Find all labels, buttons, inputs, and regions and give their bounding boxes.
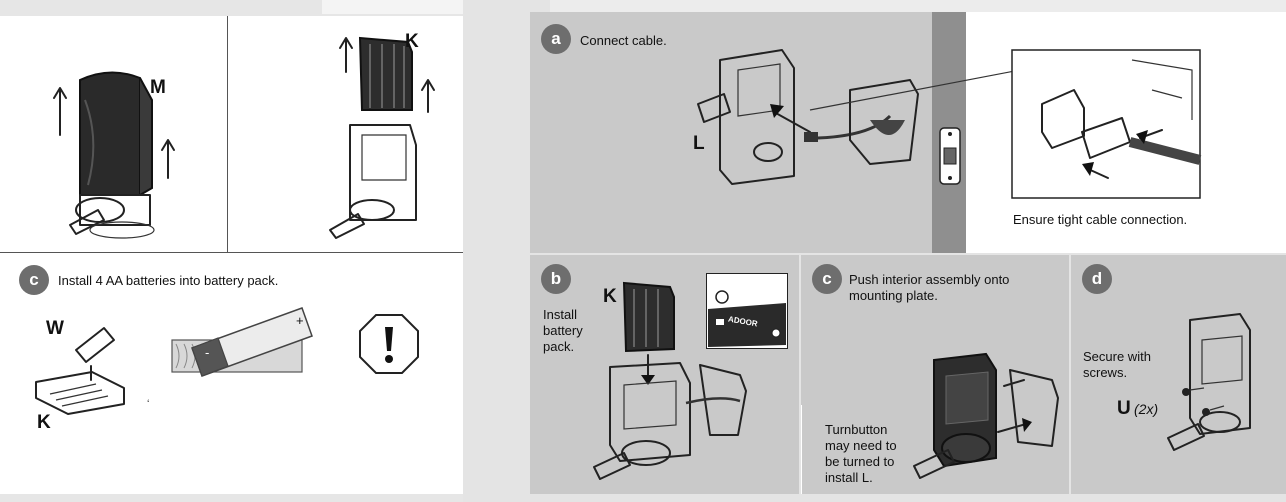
aa-battery-illustration: [75, 327, 115, 381]
step-b-text-3: pack.: [543, 339, 575, 354]
step-b-text-2: battery: [543, 323, 583, 338]
turnbutton-text-2: may need to: [825, 438, 897, 453]
screws-label-u: U: [1117, 398, 1131, 419]
turnbutton-text-4: install L.: [825, 470, 873, 485]
cable-label-l: L: [693, 133, 705, 154]
right-page-top-strip: [550, 0, 1286, 12]
step-d-text-2: screws.: [1083, 365, 1128, 380]
step-a-badge: a: [541, 24, 571, 54]
step-a-text: Connect cable.: [580, 33, 667, 48]
battery-plus-sign: +: [296, 313, 304, 328]
cable-connection-detail: [1011, 49, 1202, 199]
turnbutton-text-3: be turned to: [825, 454, 895, 469]
cover-removal-illustration: [53, 71, 175, 239]
step-c-right-pointer-line: [801, 405, 802, 494]
step-c-right-text-1: Push interior assembly onto: [849, 272, 1010, 287]
left-horizontal-divider: [0, 252, 463, 253]
battery-inset-drawing: [708, 290, 786, 347]
deadbolt-plate-icon: [939, 127, 961, 185]
push-assembly-illustration: [913, 352, 1059, 479]
install-battery-pack-illustration: [593, 281, 747, 480]
cover-label-m: M: [150, 77, 166, 98]
step-c-left-badge: c: [19, 265, 49, 295]
battery-polarity-illustration: [171, 307, 313, 377]
stray-mark: ‘: [147, 398, 150, 410]
step-b-badge: b: [541, 264, 571, 294]
turnbutton-text-1: Turnbutton: [825, 422, 888, 437]
step-d-text-1: Secure with: [1083, 349, 1151, 364]
step-a-panel: [530, 12, 932, 253]
secure-screws-illustration: [1167, 313, 1251, 451]
step-b-text-1: Install: [543, 307, 577, 322]
battery-minus-sign: -: [205, 345, 210, 360]
step-b-pack-label-k: K: [603, 286, 617, 307]
step-c-right-badge: c: [812, 264, 842, 294]
step-d-badge: d: [1082, 264, 1112, 294]
battery-label-w: W: [46, 318, 64, 339]
warning-octagon-icon: [359, 314, 419, 374]
step-c-right-text-2: mounting plate.: [849, 288, 938, 303]
battery-tray-illustration: [35, 371, 125, 415]
cable-connection-caption: Ensure tight cable connection.: [1013, 212, 1188, 227]
screws-count: (2x): [1134, 401, 1159, 417]
pack-label-k-top: K: [405, 31, 419, 52]
connect-cable-illustration: [697, 49, 1021, 185]
battery-pack-removal-illustration: [329, 36, 435, 239]
step-c-left-text: Install 4 AA batteries into battery pack…: [58, 273, 279, 288]
left-vertical-divider: [227, 16, 228, 252]
tray-label-k: K: [37, 412, 51, 433]
